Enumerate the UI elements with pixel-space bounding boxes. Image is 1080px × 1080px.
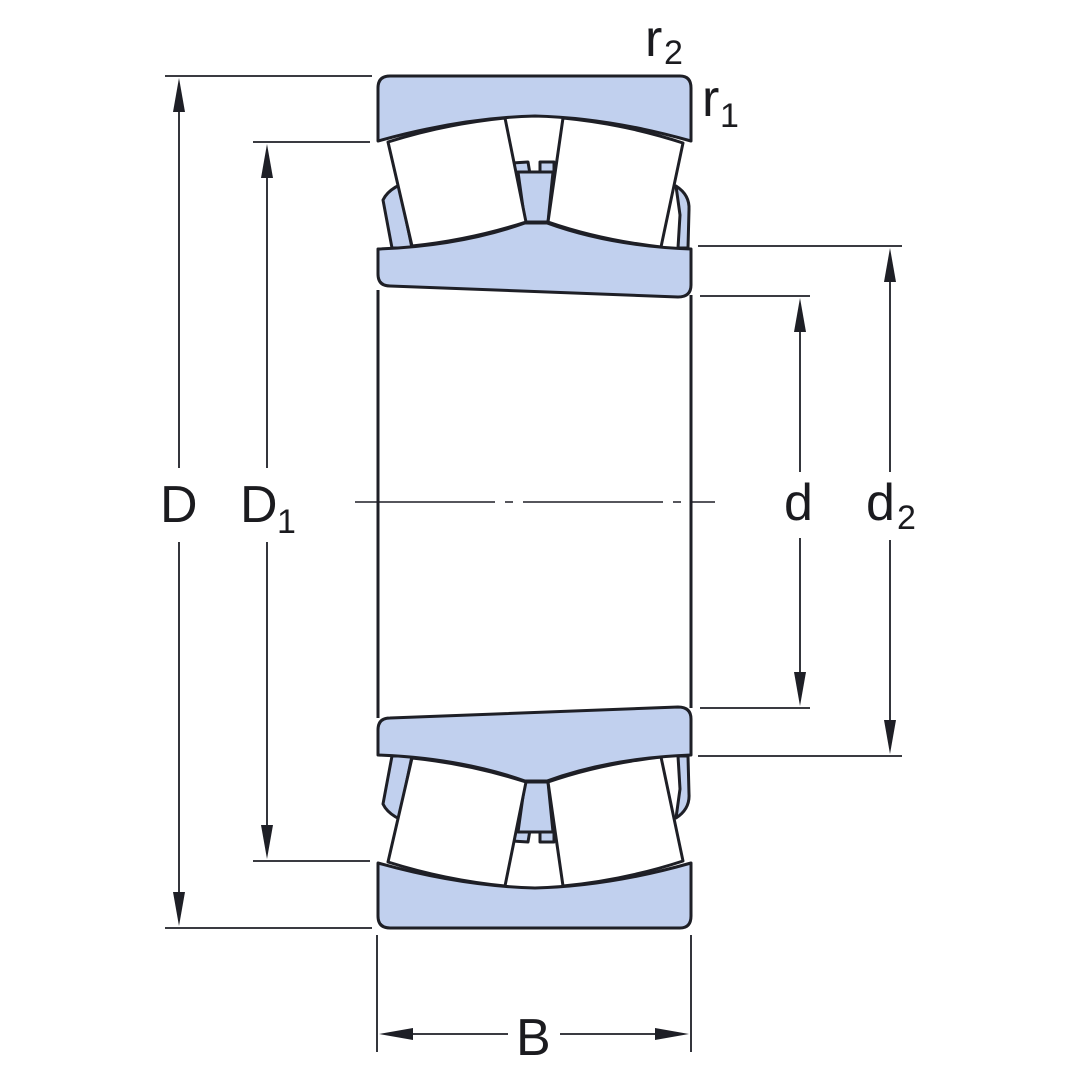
label-d2-sub: 2 bbox=[897, 499, 916, 537]
roller-left-lower bbox=[386, 756, 528, 888]
guide-ring-tab-lower bbox=[538, 830, 556, 844]
roller-left-upper bbox=[386, 116, 528, 248]
roller-right-lower bbox=[546, 755, 685, 888]
label-r1-sub: 1 bbox=[720, 97, 739, 135]
dimension-D1: D 1 bbox=[240, 141, 370, 862]
label-D: D bbox=[160, 476, 198, 534]
label-D1-sub: 1 bbox=[277, 503, 296, 541]
label-d: d bbox=[784, 474, 813, 532]
dimension-d2: d 2 bbox=[698, 245, 916, 757]
label-r2-sub: 2 bbox=[664, 34, 683, 72]
label-r2-main: r bbox=[645, 10, 662, 68]
roller-right-upper bbox=[546, 116, 685, 249]
cage-right-upper bbox=[674, 184, 691, 250]
lower-section bbox=[376, 705, 693, 930]
label-r1-main: r bbox=[702, 70, 719, 128]
inner-ring-upper bbox=[376, 221, 693, 299]
cage-right-lower bbox=[674, 754, 691, 820]
label-D1-main: D bbox=[240, 476, 278, 534]
dimension-B: B bbox=[376, 935, 692, 1067]
inner-ring-lower bbox=[376, 705, 693, 783]
dimension-D: D bbox=[160, 75, 372, 929]
label-d2-main: d bbox=[866, 474, 895, 532]
guide-ring-tab-upper bbox=[538, 160, 556, 174]
outer-ring-lower bbox=[376, 861, 693, 930]
label-B: B bbox=[516, 1009, 551, 1067]
upper-section bbox=[376, 74, 693, 299]
dimension-d: d bbox=[700, 295, 813, 709]
outer-ring-upper bbox=[376, 74, 693, 143]
